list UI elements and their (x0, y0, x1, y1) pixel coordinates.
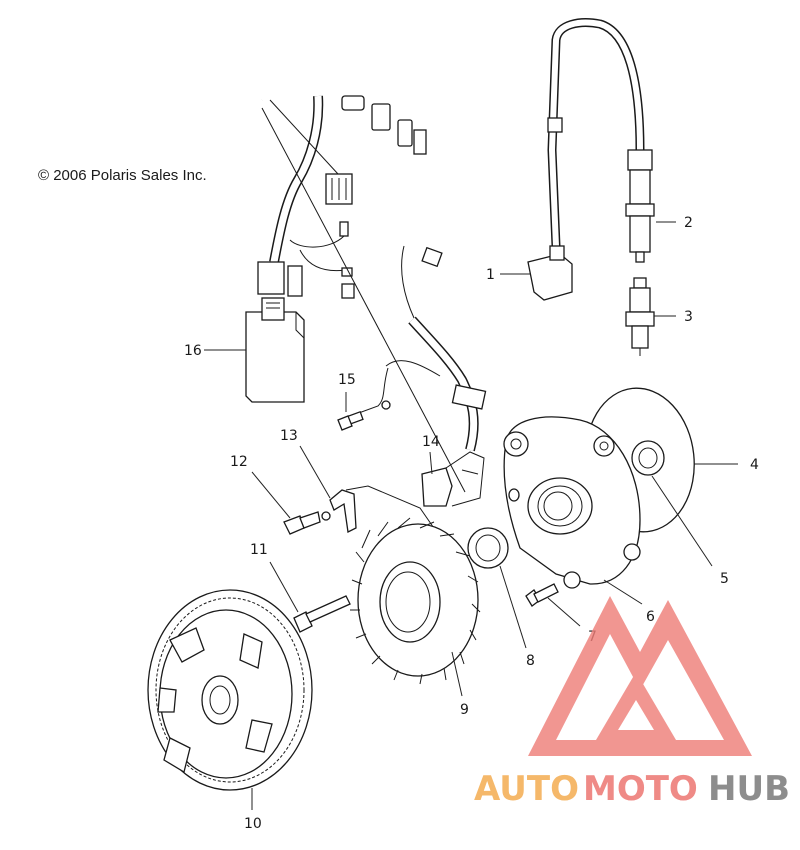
callout-6: 6 (646, 609, 655, 625)
wiring-harness (257, 70, 466, 493)
stator-wire-lead (385, 245, 487, 507)
stator-bolt (293, 595, 351, 633)
callout-13: 13 (280, 428, 298, 444)
screw (525, 583, 559, 607)
oil-seal (467, 527, 509, 569)
watermark-text: AUTO MOTO HUB (474, 769, 790, 809)
bracket-bolt (283, 511, 321, 535)
svg-text:HUB: HUB (708, 769, 790, 809)
ignition-coil (527, 18, 645, 301)
watermark-logo (528, 596, 752, 756)
spark-plug (625, 277, 655, 356)
cdi-box (245, 297, 305, 403)
callout-12: 12 (230, 454, 248, 470)
callout-4: 4 (750, 457, 759, 473)
ground-bolt (337, 367, 391, 431)
leader-lines (204, 221, 738, 810)
callout-9: 9 (460, 702, 469, 718)
callout-15: 15 (338, 372, 356, 388)
spark-plug-cap (625, 149, 655, 263)
callout-5: 5 (720, 571, 729, 587)
stator-housing (503, 416, 641, 589)
callout-1: 1 (486, 267, 495, 283)
callout-8: 8 (526, 653, 535, 669)
copyright-text: © 2006 Polaris Sales Inc. (38, 167, 207, 184)
flywheel (147, 589, 313, 791)
callout-14: 14 (422, 434, 440, 450)
bracket (321, 489, 357, 533)
svg-text:MOTO: MOTO (583, 769, 698, 809)
callout-3: 3 (684, 309, 693, 325)
stator (350, 517, 481, 685)
callout-10: 10 (244, 816, 262, 832)
callout-2: 2 (684, 215, 693, 231)
callout-16: 16 (184, 343, 202, 359)
svg-text:AUTO: AUTO (474, 769, 579, 809)
callout-labels: 1 2 3 4 5 6 7 8 9 10 11 12 13 14 15 16 (184, 215, 759, 832)
bearing (631, 440, 665, 476)
callout-11: 11 (250, 542, 268, 558)
